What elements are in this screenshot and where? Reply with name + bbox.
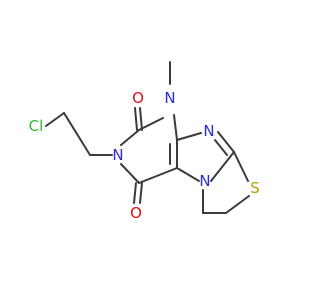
nitrogen-atom-chain: N: [112, 146, 123, 164]
bond-nimine-c8a: [217, 131, 235, 153]
bond-c2-o-b: [139, 107, 143, 131]
bond-c4-o-b: [139, 182, 143, 204]
bond-c4-o-a: [133, 182, 137, 204]
nitrogen-atom-fused: N: [199, 172, 210, 190]
bond-c2-o-a: [134, 107, 138, 131]
structure-canvas: Cl N N O O N N S: [29, 61, 260, 222]
atom-labels: Cl N N O O N N S: [29, 89, 260, 222]
bond-c1-c2: [63, 112, 91, 156]
bond-c8a-s: [233, 151, 249, 182]
bond-c4-n3: [120, 163, 140, 184]
bond-n1-c7a: [173, 114, 178, 141]
molecule-diagram: Cl N N O O N N S: [29, 61, 260, 222]
sulfur-atom: S: [250, 179, 260, 197]
bond-nimine-c8a-double: [214, 139, 228, 156]
oxygen-atom-bottom: O: [130, 204, 142, 222]
oxygen-atom-top: O: [132, 89, 144, 107]
bond-n3-c2ring: [120, 129, 140, 146]
bond-s-c2t: [225, 195, 250, 214]
nitrogen-atom-imine: N: [203, 122, 214, 140]
nitrogen-atom-methyl: N: [164, 89, 175, 107]
bond-c2ring-n1: [138, 117, 164, 131]
bond-cl-c1: [45, 112, 65, 127]
bond-nfused-c3a: [176, 167, 200, 182]
chlorine-atom: Cl: [29, 117, 44, 135]
bond-c3a-c4: [138, 167, 178, 184]
bond-c7a-nimine: [176, 132, 202, 141]
bonds: [45, 61, 250, 214]
bond-c8a-nfused: [210, 151, 235, 182]
